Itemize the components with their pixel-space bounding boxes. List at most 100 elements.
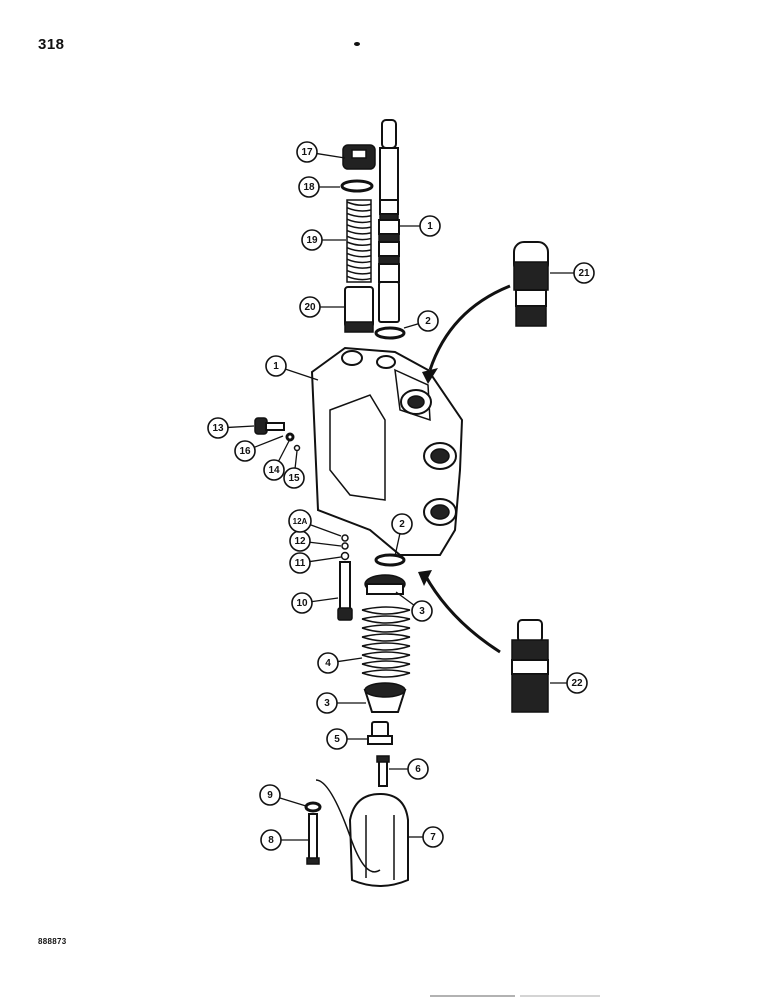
callout-label: 22 <box>571 678 583 689</box>
washer-9 <box>304 801 322 813</box>
callout-14: 14 <box>263 440 290 481</box>
cap-7 <box>348 792 409 887</box>
callout-circle <box>291 592 313 614</box>
seal-wire <box>315 779 381 873</box>
callout-label: 3 <box>419 606 425 617</box>
oring-12a <box>341 534 349 542</box>
callout-label: 10 <box>296 598 308 609</box>
callout-5: 5 <box>326 728 368 750</box>
spring-19 <box>346 199 372 283</box>
figure-code: 888873 <box>38 937 67 946</box>
ink-mark <box>354 42 360 46</box>
callout-17: 17 <box>296 141 346 163</box>
leader-line <box>394 533 401 557</box>
leader-line <box>279 797 307 807</box>
relief-valve-22 <box>511 619 549 713</box>
callout-circle <box>298 176 320 198</box>
callout-8: 8 <box>260 829 308 851</box>
bolt-8 <box>306 813 320 865</box>
callout-21: 21 <box>550 262 595 284</box>
callout-19: 19 <box>301 229 346 251</box>
callout-circle <box>289 552 311 574</box>
washer-15 <box>293 444 301 452</box>
leader-line <box>254 435 284 448</box>
callout-label: 4 <box>325 658 331 669</box>
leader-line <box>337 657 363 663</box>
callout-9: 9 <box>259 784 307 807</box>
leader-line <box>310 524 342 537</box>
callout-circle <box>391 513 413 535</box>
callout-label: 11 <box>295 558 306 569</box>
callout-label: 9 <box>267 790 273 801</box>
leader-line <box>278 440 290 462</box>
leader-line <box>309 556 342 563</box>
callout-circle <box>573 262 595 284</box>
callout-label: 2 <box>399 519 405 530</box>
callout-7: 7 <box>408 826 444 848</box>
arrow-21 <box>428 284 511 371</box>
callout-circle <box>326 728 348 750</box>
callout-circle <box>288 509 312 533</box>
callout-2a: 2 <box>403 310 439 332</box>
callout-circle <box>317 652 339 674</box>
callout-circle <box>422 826 444 848</box>
retainer-5 <box>367 721 393 745</box>
plug-part <box>342 144 376 170</box>
callout-12: 12 <box>289 530 342 552</box>
callout-circle <box>207 417 229 439</box>
callout-circle <box>316 692 338 714</box>
callout-circle <box>260 829 282 851</box>
oring-2-top <box>374 326 406 340</box>
screw-6 <box>376 755 390 787</box>
leader-line <box>403 323 419 329</box>
oring-11 <box>340 551 350 561</box>
callout-circle <box>411 600 433 622</box>
callout-label: 1 <box>427 221 433 232</box>
callout-1a: 1 <box>400 215 441 237</box>
callout-22: 22 <box>550 672 588 694</box>
relief-valve-21 <box>513 241 549 327</box>
callout-label: 2 <box>425 316 431 327</box>
arrow-22 <box>423 574 501 654</box>
callout-13: 13 <box>207 417 255 439</box>
callout-circle <box>407 758 429 780</box>
callout-label: 14 <box>268 465 280 476</box>
callout-circle <box>419 215 441 237</box>
callout-label: 21 <box>578 268 590 279</box>
callout-label: 7 <box>430 832 436 843</box>
piston-20 <box>344 286 374 333</box>
callout-label: 16 <box>239 446 251 457</box>
callout-circle <box>234 440 256 462</box>
callout-15: 15 <box>283 450 305 489</box>
stud-10 <box>337 561 353 621</box>
callout-3a: 3 <box>395 591 433 622</box>
leader-line <box>285 368 319 381</box>
callout-label: 15 <box>288 473 300 484</box>
oring-14 <box>285 432 295 442</box>
callout-circle <box>263 459 285 481</box>
callout-label: 17 <box>301 147 313 158</box>
callout-20: 20 <box>299 296 344 318</box>
oring-18 <box>340 179 374 193</box>
oring-12 <box>341 542 349 550</box>
oring-2-bottom <box>374 553 406 567</box>
callout-circle <box>301 229 323 251</box>
callout-circle <box>283 467 305 489</box>
callout-circle <box>417 310 439 332</box>
callout-label: 8 <box>268 835 274 846</box>
callout-16: 16 <box>234 435 284 462</box>
cap-3-bottom <box>363 682 407 713</box>
callout-circle <box>299 296 321 318</box>
leader-line <box>227 425 255 429</box>
callout-label: 20 <box>304 302 316 313</box>
leader-line <box>395 591 415 606</box>
callout-label: 1 <box>273 361 279 372</box>
spool-part <box>378 119 400 323</box>
callout-circle <box>259 784 281 806</box>
cap-3-top <box>364 574 406 595</box>
callout-circle <box>566 672 588 694</box>
page-number: 318 <box>38 36 65 53</box>
callout-10: 10 <box>291 592 339 614</box>
callout-label: 19 <box>306 235 318 246</box>
valve-body <box>310 346 464 556</box>
